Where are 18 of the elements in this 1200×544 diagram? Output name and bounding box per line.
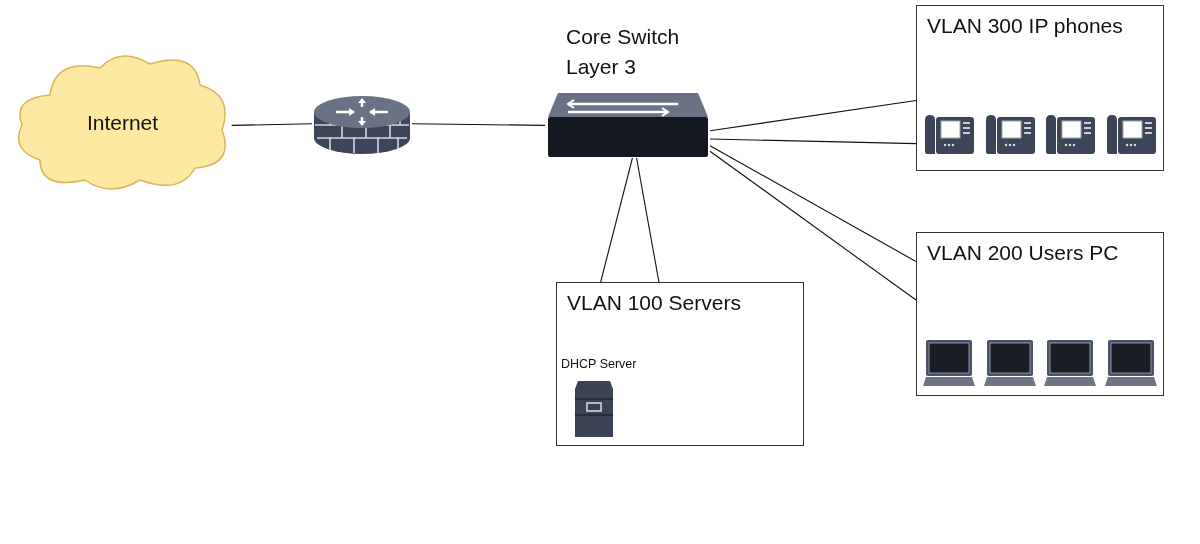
node-label: VLAN 200 Users PC bbox=[927, 240, 1119, 266]
network-link bbox=[231, 123, 313, 126]
vlan-box bbox=[916, 232, 1164, 396]
node-label: VLAN 300 IP phones bbox=[927, 13, 1123, 39]
network-link bbox=[600, 157, 633, 283]
vlan-box bbox=[556, 282, 804, 446]
vlan-box bbox=[916, 5, 1164, 171]
node-label: Internet bbox=[85, 109, 160, 136]
node-label: DHCP Server bbox=[561, 357, 637, 371]
firewall-icon bbox=[312, 94, 412, 156]
network-link bbox=[709, 99, 917, 132]
network-link bbox=[709, 145, 917, 263]
network-link bbox=[411, 123, 546, 126]
network-link bbox=[709, 138, 917, 145]
network-link bbox=[709, 150, 917, 301]
network-link bbox=[636, 157, 660, 283]
node-label: VLAN 100 Servers bbox=[567, 290, 741, 316]
node-label: Core Switch Layer 3 bbox=[566, 24, 681, 80]
